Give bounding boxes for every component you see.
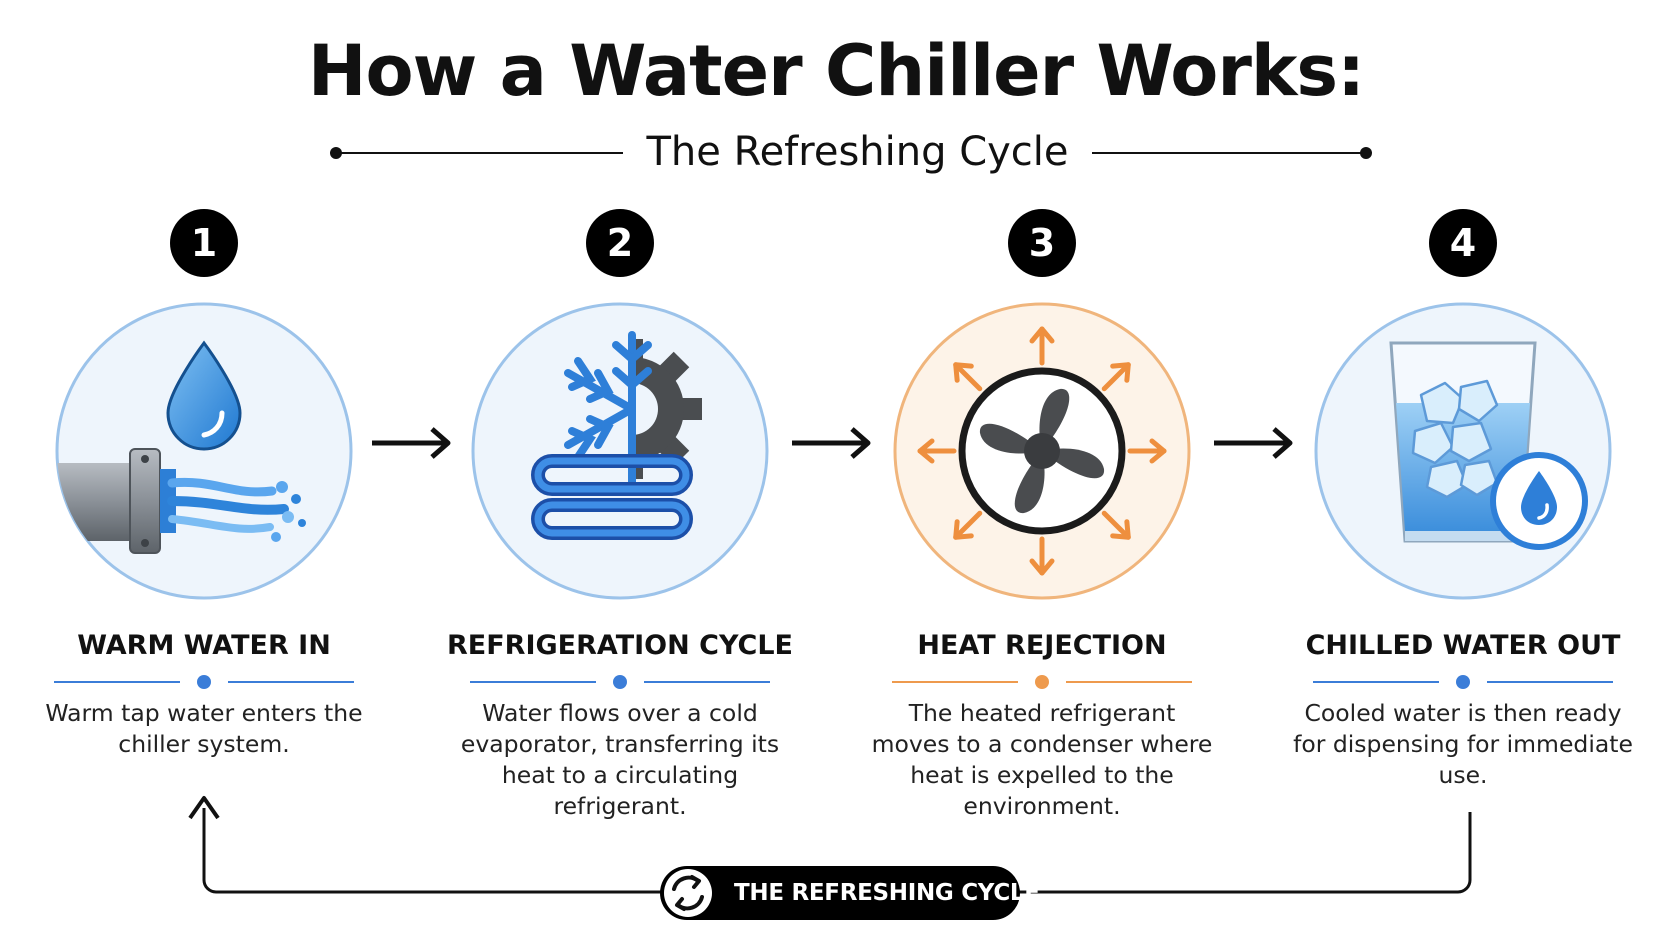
step-title: HEAT REJECTION	[917, 630, 1167, 661]
step-number-badge: 3	[1008, 209, 1076, 277]
step-divider	[892, 675, 1192, 689]
step-description: Water flows over a cold evaporator, tran…	[460, 699, 780, 820]
step-4: 4	[1293, 205, 1633, 845]
subtitle-left-line	[336, 152, 623, 154]
step-divider	[1313, 675, 1613, 689]
step-number-badge: 2	[586, 209, 654, 277]
subtitle-row: The Refreshing Cycle	[0, 125, 1672, 179]
ice-water-glass-icon	[1303, 291, 1623, 611]
step-description: Warm tap water enters the chiller system…	[45, 699, 363, 758]
page-subtitle: The Refreshing Cycle	[646, 129, 1069, 175]
cycle-arrows-icon	[664, 869, 712, 917]
flow-arrow-right-icon	[370, 425, 454, 461]
subtitle-right-dot	[1360, 147, 1372, 159]
step-title: REFRIGERATION CYCLE	[447, 630, 793, 661]
step-2: 2	[447, 205, 793, 845]
snowflake-gear-coil-icon	[460, 291, 780, 611]
flow-arrow-right-icon	[1212, 425, 1296, 461]
step-number-badge: 1	[170, 209, 238, 277]
step-3: 3	[872, 205, 1212, 845]
flow-arrow-right-icon	[790, 425, 874, 461]
step-description: The heated refrigerant moves to a conden…	[871, 699, 1213, 820]
cycle-badge: THE REFRESHING CYCLE	[660, 866, 1040, 920]
cycle-label: THE REFRESHING CYCLE	[734, 880, 1040, 906]
step-divider	[54, 675, 354, 689]
fan-heat-icon	[882, 291, 1202, 611]
step-1: 1	[44, 205, 364, 845]
step-title: WARM WATER IN	[77, 630, 331, 661]
subtitle-right-line	[1092, 152, 1365, 154]
step-divider	[470, 675, 770, 689]
step-description: Cooled water is then ready for dispensin…	[1293, 699, 1633, 789]
page-title: How a Water Chiller Works:	[307, 30, 1365, 112]
step-number-badge: 4	[1429, 209, 1497, 277]
water-pipe-icon	[44, 291, 364, 611]
step-title: CHILLED WATER OUT	[1305, 630, 1621, 661]
